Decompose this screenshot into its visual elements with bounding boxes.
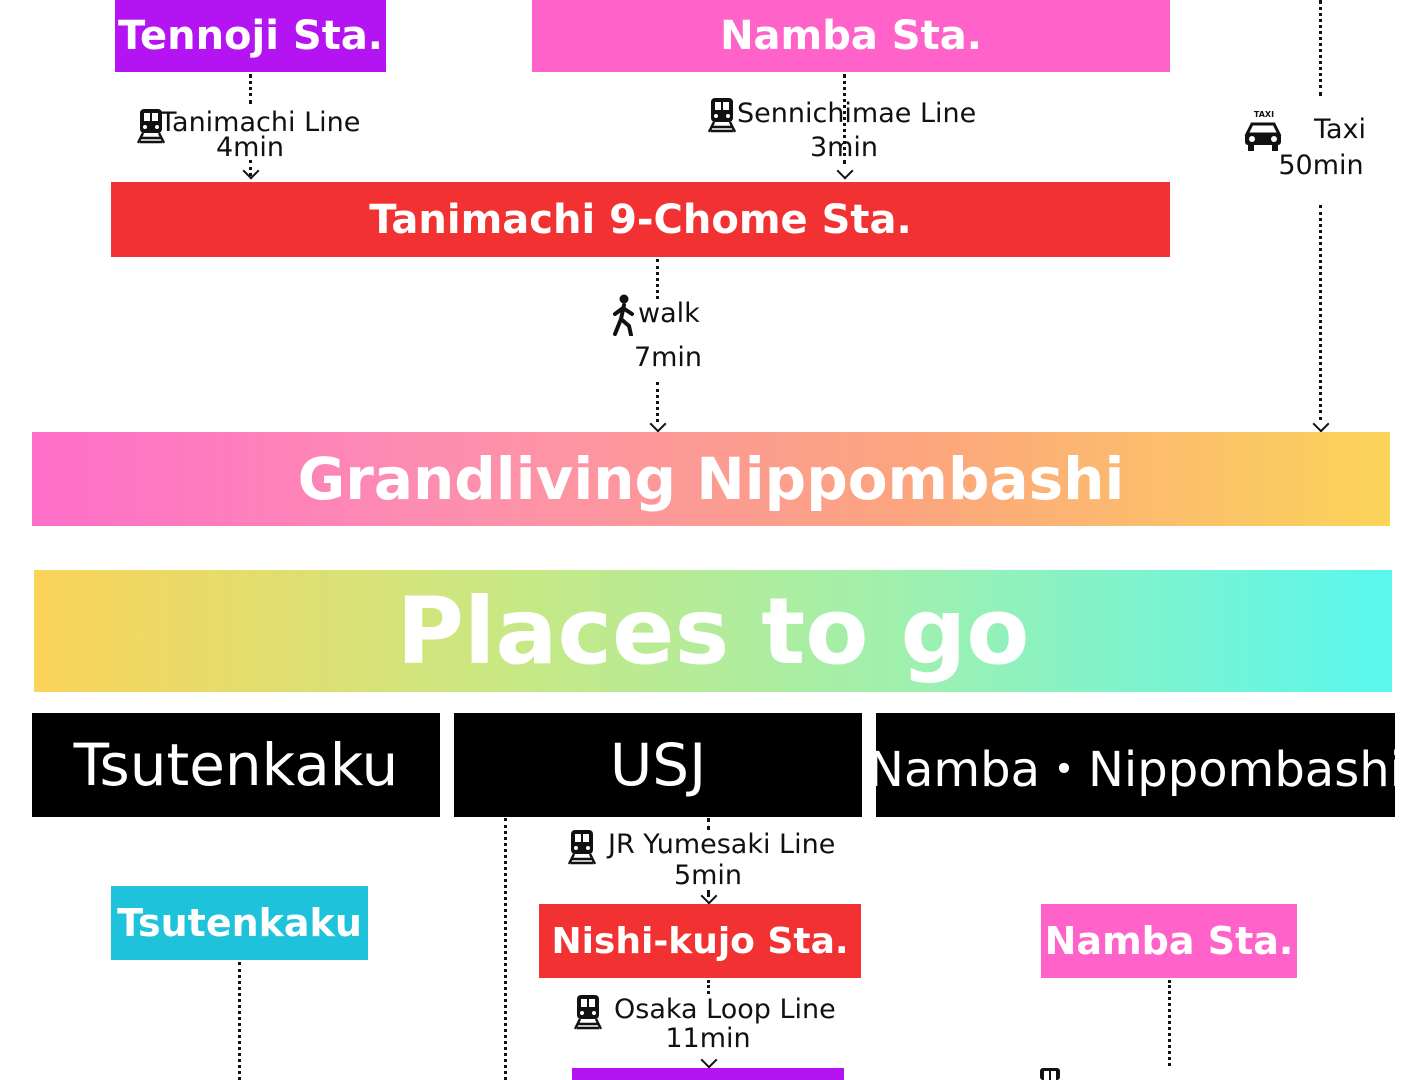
route-line-walk-bottom [656,382,659,422]
jr-yumesaki-line-name: JR Yumesaki Line [608,829,836,860]
tanimachi-line-time-text: 4min [215,132,285,163]
train-icon [1040,1068,1060,1080]
route-line-usj-mid [707,890,710,896]
route-line-loop-top [707,980,710,994]
route-line-usj-top [707,818,710,830]
route-arrow-tennoji [242,162,260,180]
route-line-taxi-bottom [1319,205,1322,420]
taxi-name: Taxi [1313,114,1367,145]
osaka-loop-line-time-text: 11min [665,1023,751,1054]
place-usj-label: USJ [609,731,707,799]
route-line-namba-top [843,74,846,164]
namba-sta-box: Namba Sta. [1041,904,1297,978]
route-line-namba-bottom [1168,980,1171,1066]
jr-yumesaki-line-label: JR Yumesaki Line [608,829,836,860]
route-arrow-loop [700,1051,718,1069]
taxi-icon-text: TAXI [1249,110,1279,119]
route-arrow-namba [836,162,854,180]
station-tanimachi-9-chome: Tanimachi 9-Chome Sta. [111,182,1170,257]
walking-person-icon [613,294,634,336]
walk-time-text: 7min [633,342,703,373]
taxi-label: Taxi [1300,114,1380,145]
sennichimae-line-time-text: 3min [809,132,879,163]
walk-time: 7min [618,342,718,373]
destination-label: Grandliving Nippombashi [297,445,1125,513]
station-tennoji: Tennoji Sta. [115,0,386,72]
place-namba-nippombashi-label: Namba・Nippombashi [868,742,1403,798]
sennichimae-line-time: 3min [784,132,904,163]
walk-label: walk [638,298,700,329]
taxi-sign-text: TAXI [1253,110,1275,119]
train-icon [568,830,596,865]
route-line-taxi-top [1319,0,1322,96]
station-tanimachi-label: Tanimachi 9-Chome Sta. [369,196,912,243]
place-tsutenkaku: Tsutenkaku [32,713,440,817]
tsutenkaku-box: Tsutenkaku [111,886,368,960]
taxi-icon [1244,122,1282,151]
destination-grandliving-nippombashi: Grandliving Nippombashi [32,432,1390,526]
tsutenkaku-box-label: Tsutenkaku [117,901,362,945]
place-usj: USJ [454,713,862,817]
jr-yumesaki-line-time: 5min [648,860,768,891]
station-nishi-kujo: Nishi-kujo Sta. [539,904,861,978]
train-icon [708,98,736,133]
route-line-tennoji-top [249,74,252,104]
route-line-walk-top [656,259,659,299]
route-line-tennoji-bottom [249,160,252,176]
station-tennoji-label: Tennoji Sta. [118,13,383,59]
taxi-time-text: 50min [1278,150,1364,181]
train-icon [574,995,602,1030]
route-arrow-walk [649,415,667,433]
route-line-usj-left [504,818,507,1080]
place-namba-nippombashi: Namba・Nippombashi [868,713,1403,817]
tanimachi-line-time: 4min [190,132,310,163]
station-nishi-kujo-label: Nishi-kujo Sta. [551,920,849,962]
place-tsutenkaku-label: Tsutenkaku [73,731,399,799]
taxi-time: 50min [1275,150,1367,181]
places-to-go-header: Places to go [34,570,1392,692]
jr-yumesaki-line-time-text: 5min [673,860,743,891]
osaka-loop-line-label: Osaka Loop Line [614,994,836,1025]
osaka-loop-line-name: Osaka Loop Line [614,994,836,1025]
namba-sta-box-label: Namba Sta. [1044,919,1294,963]
next-station-box-partial [572,1068,844,1080]
station-namba-top: Namba Sta. [532,0,1170,72]
tanimachi-line-label: Tanimachi Line [160,107,361,138]
places-to-go-title: Places to go [396,577,1030,685]
route-line-tsutenkaku [238,962,241,1080]
train-icon [137,109,165,144]
route-arrow-taxi [1312,415,1330,433]
station-namba-top-label: Namba Sta. [720,13,982,59]
walk-name: walk [638,298,700,329]
sennichimae-line-label: Sennichimae Line [737,98,977,129]
sennichimae-line-name: Sennichimae Line [737,98,977,129]
tanimachi-line-name: Tanimachi Line [160,107,361,138]
osaka-loop-line-time: 11min [648,1023,768,1054]
